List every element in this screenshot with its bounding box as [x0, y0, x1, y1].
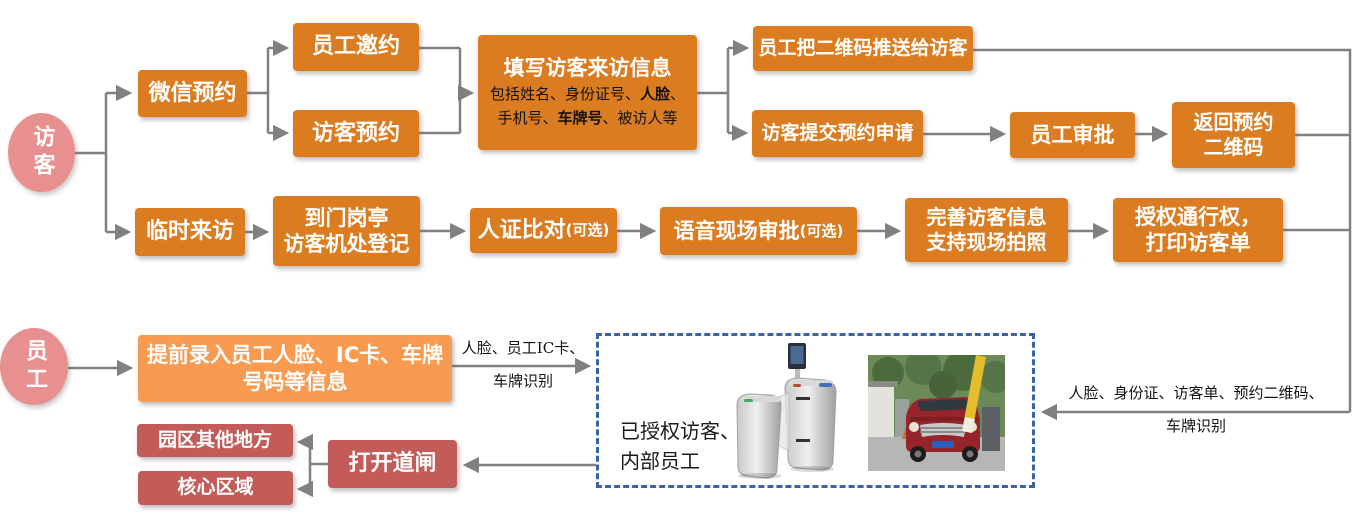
edge-label-staff-pass-line2: 车牌识别 — [492, 372, 553, 390]
node-gate-register-line2: 访客机处登记 — [283, 232, 410, 256]
node-push-qr: 员工把二维码推送给访客 — [753, 26, 973, 71]
gate-zone-caption: 已授权访客、 内部员工 — [620, 416, 740, 476]
node-push-qr-label: 员工把二维码推送给访客 — [758, 36, 968, 59]
node-id-face-check: 人证比对(可选) — [470, 208, 617, 253]
node-pre-enroll-line1: 提前录入员工人脸、IC卡、车牌 — [146, 343, 444, 368]
node-submit-request-label: 访客提交预约申请 — [761, 121, 914, 144]
lane-visitor-label: 访客 — [29, 124, 55, 181]
fill-info-sub2-bold: 车牌号 — [557, 108, 603, 127]
gate-zone-caption-line1: 已授权访客、 — [620, 419, 740, 443]
node-visitor-reserve: 访客预约 — [293, 110, 419, 157]
node-temp-visit-label: 临时来访 — [145, 219, 234, 245]
node-fill-visit-info-sub: 包括姓名、身份证号、人脸、 手机号、车牌号、被访人等 — [490, 83, 685, 130]
fill-info-sub2-post: 、被访人等 — [602, 108, 678, 127]
node-staff-approve-label: 员工审批 — [1030, 122, 1115, 147]
node-open-gate-label: 打开道闸 — [348, 451, 437, 477]
node-visitor-reserve-label: 访客预约 — [311, 120, 400, 146]
edge-label-visitor-pass-line1: 人脸、身份证、访客单、预约二维码、 — [1068, 384, 1324, 402]
node-staff-invite: 员工邀约 — [293, 23, 419, 71]
edge-label-staff-pass-line1: 人脸、员工IC卡、 — [461, 339, 585, 357]
node-return-qr-line2: 二维码 — [1203, 135, 1264, 159]
node-temp-visit: 临时来访 — [135, 208, 245, 256]
node-complete-info-line2: 支持现场拍照 — [926, 230, 1047, 254]
node-gate-register: 到门岗亭 访客机处登记 — [273, 196, 420, 266]
node-id-face-check-label: 人证比对 — [477, 217, 566, 243]
car-barrier-image — [868, 355, 1005, 471]
node-other-area: 园区其他地方 — [137, 424, 293, 457]
lane-visitor: 访客 — [8, 113, 75, 192]
node-fill-visit-info: 填写访客来访信息 包括姓名、身份证号、人脸、 手机号、车牌号、被访人等 — [478, 35, 697, 150]
node-return-qr: 返回预约 二维码 — [1172, 102, 1295, 168]
lane-employee: 员工 — [0, 328, 68, 405]
node-complete-info-line1: 完善访客信息 — [926, 205, 1047, 229]
gate-zone-caption-line2: 内部员工 — [620, 449, 700, 473]
turnstile-image — [736, 343, 837, 479]
node-wechat-reserve-label: 微信预约 — [148, 80, 237, 106]
fill-info-sub2-pre: 手机号、 — [497, 108, 558, 127]
node-submit-request: 访客提交预约申请 — [752, 110, 923, 157]
fill-info-sub1-pre: 包括姓名、身份证号、 — [489, 85, 640, 104]
node-wechat-reserve: 微信预约 — [138, 70, 247, 117]
node-pre-enroll: 提前录入员工人脸、IC卡、车牌 号码等信息 — [138, 335, 452, 402]
node-open-gate: 打开道闸 — [328, 440, 457, 488]
node-voice-approve-label: 语音现场审批 — [673, 218, 800, 243]
fill-info-sub1-post: 、 — [670, 85, 686, 104]
node-fill-visit-info-title: 填写访客来访信息 — [503, 56, 672, 81]
node-core-area: 核心区域 — [138, 471, 293, 505]
node-gate-register-line1: 到门岗亭 — [304, 205, 389, 230]
node-other-area-label: 园区其他地方 — [157, 428, 272, 451]
node-return-qr-line1: 返回预约 — [1193, 110, 1274, 134]
node-authorize-pass-line1: 授权通行权， — [1135, 204, 1261, 229]
node-complete-info: 完善访客信息 支持现场拍照 — [905, 198, 1068, 262]
node-authorize-pass: 授权通行权， 打印访客单 — [1113, 198, 1283, 262]
node-core-area-label: 核心区域 — [177, 476, 254, 499]
edge-label-visitor-pass-line2: 车牌识别 — [1165, 417, 1226, 435]
node-staff-invite-label: 员工邀约 — [311, 34, 400, 60]
node-voice-approve: 语音现场审批(可选) — [660, 207, 857, 255]
fill-info-sub1-bold: 人脸 — [639, 85, 670, 104]
node-authorize-pass-line2: 打印访客单 — [1145, 231, 1251, 255]
node-pre-enroll-line2: 号码等信息 — [242, 369, 348, 394]
node-staff-approve: 员工审批 — [1010, 112, 1135, 158]
node-id-face-check-optional: (可选) — [565, 221, 610, 240]
lane-employee-label: 员工 — [22, 338, 47, 395]
node-voice-approve-optional: (可选) — [799, 221, 844, 240]
